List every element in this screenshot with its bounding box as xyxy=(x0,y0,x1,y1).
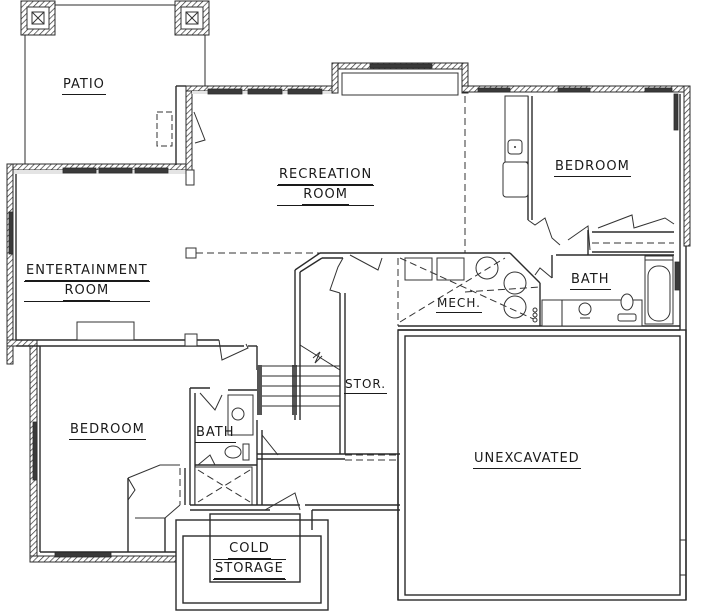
staircase xyxy=(257,344,341,415)
room-label-bath-ne: BATH xyxy=(570,271,611,290)
column-post-right xyxy=(174,0,210,36)
room-label-cold-storage: COLD STORAGE xyxy=(213,540,286,580)
room-label-bedroom-sw: BEDROOM xyxy=(69,421,146,440)
room-label-unexcavated: UNEXCAVATED xyxy=(473,450,581,469)
water-heater-coils xyxy=(532,307,538,323)
sink-icon xyxy=(578,302,592,319)
room-label-bath-sw: BATH xyxy=(195,424,236,443)
patio-dashed-fixture xyxy=(156,111,173,147)
room-label-recreation-room: RECREATION ROOM xyxy=(277,166,375,206)
room-label-storage: STOR. xyxy=(344,375,388,394)
room-label-patio: PATIO xyxy=(62,76,106,95)
room-label-mech: MECH. xyxy=(436,294,482,313)
interior-walls xyxy=(16,95,687,611)
column-post-left xyxy=(20,0,56,36)
patio-area xyxy=(20,0,210,165)
room-label-bedroom-ne: BEDROOM xyxy=(554,158,631,177)
room-label-entertainment-room: ENTERTAINMENT ROOM xyxy=(24,262,150,302)
